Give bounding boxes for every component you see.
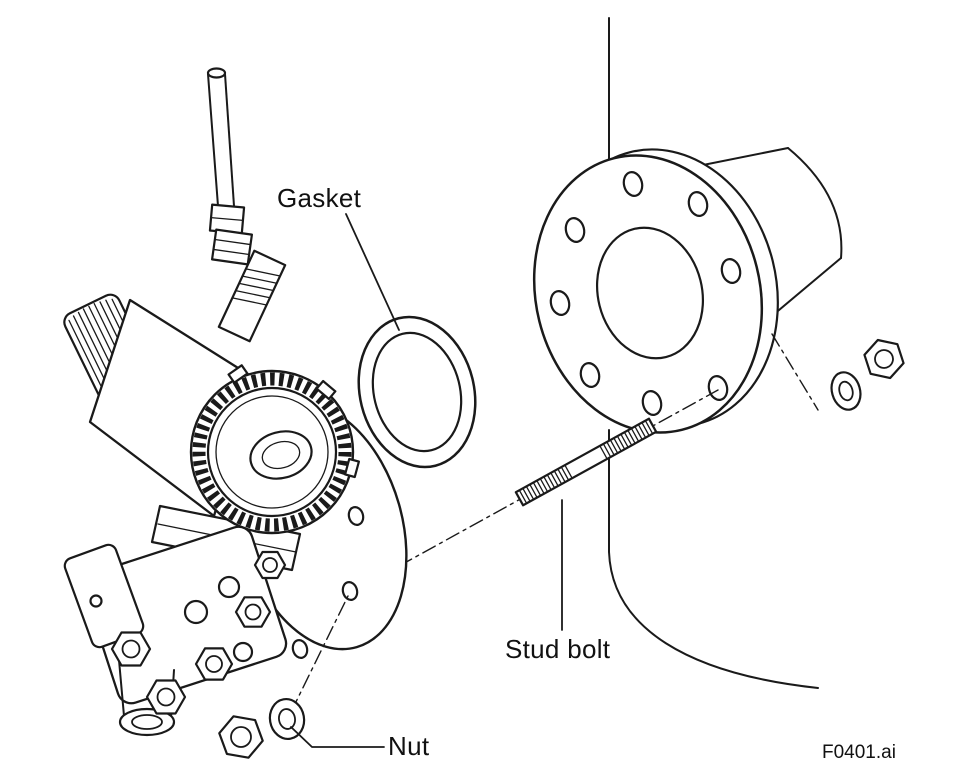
rod-elbow bbox=[217, 249, 287, 343]
flange-center-bore bbox=[595, 226, 705, 360]
process-manifold bbox=[63, 525, 288, 737]
cover-clip bbox=[227, 364, 249, 384]
sight-glass-inner bbox=[261, 440, 301, 470]
washer-hole bbox=[838, 380, 854, 402]
housing-front-cover bbox=[189, 364, 361, 535]
coupling-body bbox=[210, 228, 254, 266]
front-cover-knurl bbox=[192, 372, 352, 532]
manifold-hex-bolt-hole bbox=[121, 639, 141, 659]
flange-bolt-hole bbox=[579, 362, 601, 388]
stud-bolt-shaft bbox=[514, 417, 658, 507]
stud-bolt-threads-left bbox=[518, 464, 573, 505]
flange-bolt-hole bbox=[687, 191, 709, 217]
washer-hole bbox=[278, 708, 296, 730]
rod-coupling-upper bbox=[208, 203, 246, 235]
washer-bottom bbox=[268, 697, 306, 741]
flange-bolt-hole bbox=[641, 390, 663, 416]
washer-right bbox=[830, 371, 862, 411]
manifold-hex-bolt-hole bbox=[156, 687, 176, 707]
nut-leader-line bbox=[290, 726, 385, 748]
leader-lines bbox=[290, 213, 563, 748]
tank-wall-lower-curve bbox=[608, 429, 819, 689]
gasket-ring bbox=[357, 315, 477, 469]
pipe-flange bbox=[532, 148, 779, 434]
flange-bolt-hole bbox=[720, 258, 742, 284]
nut-bottom bbox=[218, 715, 264, 759]
stud-bolt-threads-right bbox=[599, 419, 654, 460]
manifold-hex-bolt-hole bbox=[262, 557, 278, 573]
manifold-hex-bolt-hole bbox=[205, 655, 223, 673]
gasket-inner-edge bbox=[371, 331, 463, 453]
flange-bolt-hole bbox=[707, 375, 729, 401]
transmitter-flange-hole bbox=[291, 639, 309, 659]
process-port-side bbox=[118, 659, 125, 717]
cover-clip bbox=[315, 379, 337, 401]
stud-bolt-label: Stud bolt bbox=[505, 634, 611, 664]
figure-id: F0401.ai bbox=[822, 742, 896, 763]
process-port-bore bbox=[131, 714, 163, 730]
manifold-port-circle bbox=[183, 599, 209, 625]
right-centerline-segment bbox=[771, 333, 819, 411]
coupling-line bbox=[210, 216, 244, 222]
nut-right bbox=[863, 338, 905, 380]
nut-hole bbox=[230, 726, 252, 748]
nut-centerline bbox=[290, 595, 349, 713]
gasket-leader-line bbox=[345, 213, 400, 331]
manifold-port-circle bbox=[232, 641, 254, 663]
nozzle-end-curve bbox=[787, 147, 843, 259]
coupling-lines bbox=[212, 238, 252, 256]
rod-top-cap bbox=[206, 67, 227, 79]
front-cover-ring-2 bbox=[215, 395, 329, 509]
sight-glass-outer bbox=[249, 430, 313, 480]
manifold-port-circle bbox=[217, 575, 241, 599]
stud-bolt-part bbox=[514, 417, 658, 507]
tank-outline bbox=[608, 17, 819, 689]
flange-bolt-hole bbox=[549, 290, 571, 316]
antenna-rod bbox=[206, 67, 287, 343]
transmitter-group bbox=[63, 67, 408, 737]
nut-hole bbox=[874, 349, 894, 369]
transmitter-flange-hole bbox=[347, 506, 365, 526]
vent-plug bbox=[89, 594, 103, 608]
rod-left-edge bbox=[207, 73, 219, 207]
elbow-hatching bbox=[231, 268, 281, 306]
flange-bolt-hole bbox=[622, 171, 644, 197]
flange-bolt-hole bbox=[564, 217, 586, 243]
nut-label: Nut bbox=[388, 731, 430, 761]
cover-clip bbox=[343, 457, 361, 479]
rod-coupling-lower bbox=[210, 228, 254, 266]
manifold-hex-bolt-hole bbox=[244, 603, 262, 621]
rod-right-edge bbox=[224, 73, 235, 207]
gasket-label: Gasket bbox=[277, 183, 362, 213]
transmitter-flange-hole bbox=[341, 581, 359, 601]
elbow-body bbox=[217, 249, 287, 343]
